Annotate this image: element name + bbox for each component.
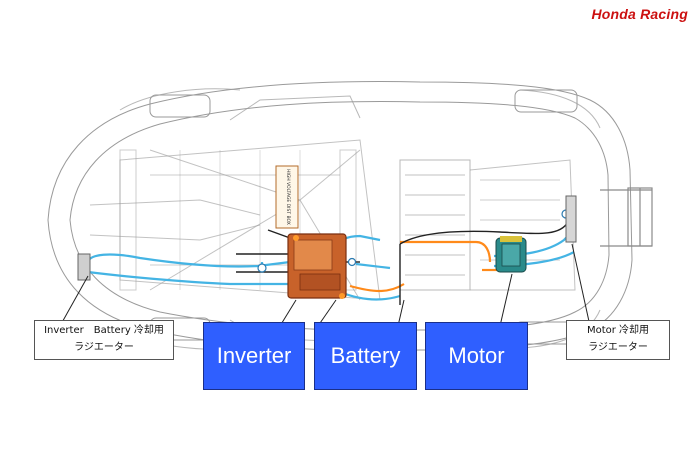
callout-left-line2: ラジエーター xyxy=(74,342,134,353)
hv-dist-box xyxy=(275,165,299,229)
car-body-outline xyxy=(47,81,633,351)
battery-label-box: Battery xyxy=(314,322,417,390)
hv-dist-box-label: HIGH VOLTAGE DIST BOX xyxy=(285,169,291,225)
inverter-label-box: Inverter xyxy=(203,322,305,390)
motor-radiator-callout: Motor 冷却用 ラジエーター xyxy=(566,320,670,360)
inverter-battery-radiator-callout: Inverter Battery 冷却用 ラジエーター xyxy=(34,320,174,360)
inverter-battery-radiator xyxy=(77,253,91,281)
motor-unit xyxy=(495,236,527,273)
motor-label-box: Motor xyxy=(425,322,528,390)
callout-left-line1: Inverter Battery 冷却用 xyxy=(44,325,164,336)
callout-right-line2: ラジエーター xyxy=(588,342,648,353)
callout-right-line1: Motor 冷却用 xyxy=(586,325,650,336)
rear-frame xyxy=(600,187,653,247)
motor-radiator xyxy=(565,195,577,243)
wheels xyxy=(149,89,578,345)
pointer-lines xyxy=(59,243,591,327)
brand-logo: Honda Racing xyxy=(591,6,688,22)
inverter-unit xyxy=(287,233,347,299)
